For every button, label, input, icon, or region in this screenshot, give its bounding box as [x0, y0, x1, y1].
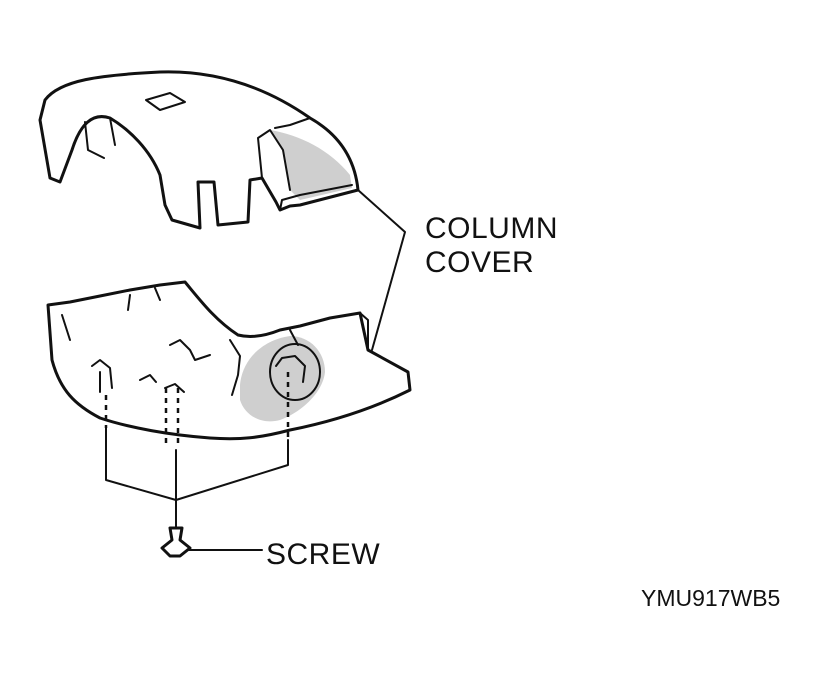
column-cover-leader-lines	[357, 189, 406, 351]
screw-connector-lines	[105, 427, 289, 529]
column-cover-label: COLUMN COVER	[425, 212, 558, 280]
screw-axis-lines	[104, 372, 290, 445]
screw-label: SCREW	[266, 538, 381, 571]
column-cover-label-line1: COLUMN	[425, 212, 559, 245]
screw-part	[160, 526, 263, 558]
lower-column-cover	[46, 280, 412, 441]
upper-column-cover	[38, 70, 360, 230]
figure-code: YMU917WB5	[641, 585, 781, 611]
column-cover-label-line2: COVER	[425, 246, 535, 279]
